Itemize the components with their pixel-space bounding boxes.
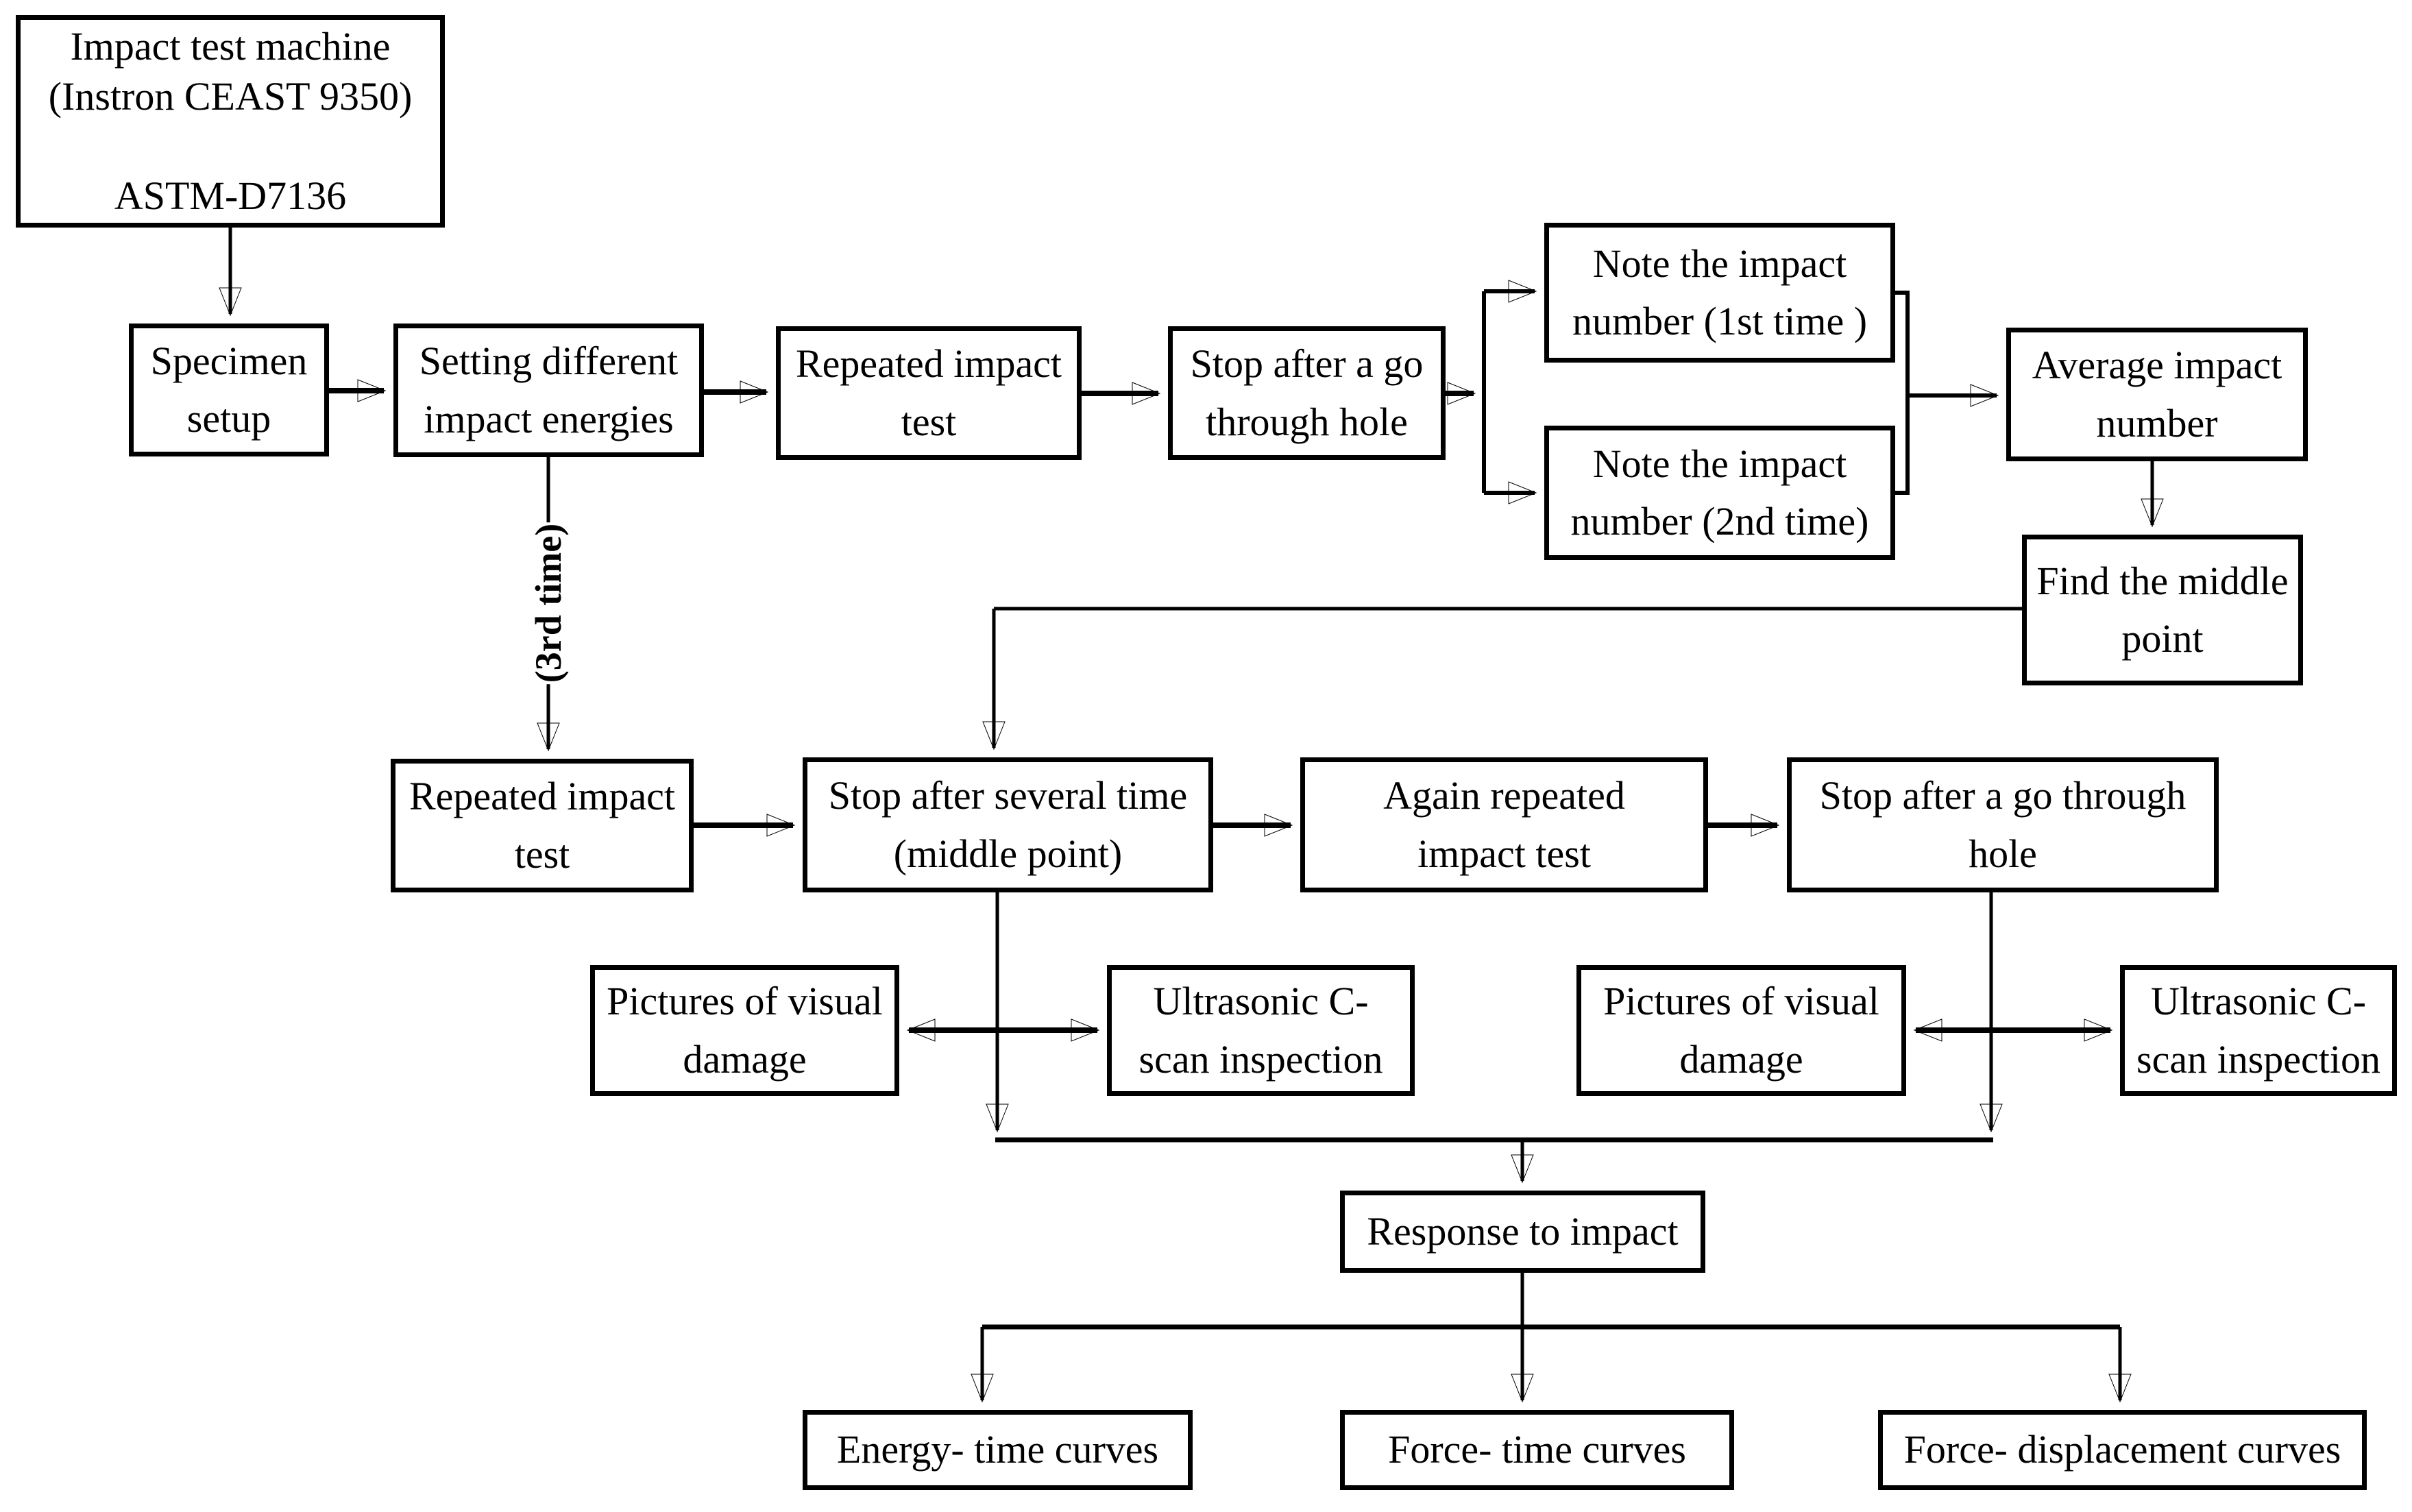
node-setting-impact-energies: Setting different impact energies [393,324,704,457]
node-force-time-curves: Force- time curves [1340,1410,1734,1490]
node-pictures-visual-damage-right: Pictures of visual damage [1576,965,1906,1096]
node-note-impact-number-1: Note the impact number (1st time ) [1544,223,1895,363]
node-again-repeated-impact-test: Again repeated impact test [1300,757,1708,892]
node-note-impact-number-2: Note the impact number (2nd time) [1544,426,1895,560]
node-average-impact-number: Average impact number [2006,328,2308,461]
third-time-label: (3rd time) [523,522,574,685]
node-specimen-setup: Specimen setup [129,324,329,456]
node-stop-go-through-hole-2: Stop after a go through hole [1787,757,2219,892]
node-repeated-impact-test-1: Repeated impact test [776,326,1082,460]
node-ultrasonic-cscan-right: Ultrasonic C- scan inspection [2120,965,2397,1096]
node-stop-go-through-hole-1: Stop after a go through hole [1168,326,1446,460]
node-repeated-impact-test-2: Repeated impact test [391,759,694,892]
node-pictures-visual-damage-left: Pictures of visual damage [590,965,899,1096]
node-response-to-impact: Response to impact [1340,1191,1705,1273]
node-impact-test-machine: Impact test machine (Instron CEAST 9350)… [16,15,445,228]
node-stop-after-several-time: Stop after several time (middle point) [803,757,1213,892]
node-force-displacement-curves: Force- displacement curves [1878,1410,2367,1490]
node-ultrasonic-cscan-left: Ultrasonic C- scan inspection [1107,965,1415,1096]
node-find-middle-point: Find the middle point [2022,535,2303,685]
node-energy-time-curves: Energy- time curves [803,1410,1193,1490]
